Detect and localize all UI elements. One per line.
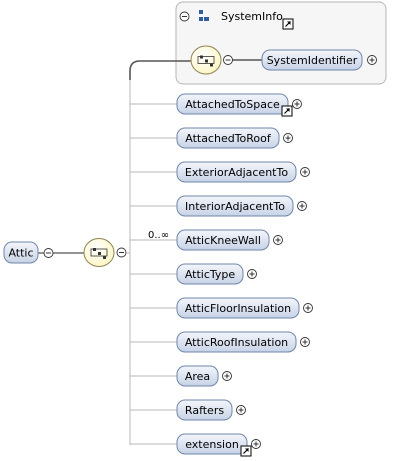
node-attached-to-space-expand-button[interactable] [292,99,302,109]
node-attic-roof-insulation-label: AtticRoofInsulation [185,336,288,349]
group-sequence-collapse-button[interactable] [223,55,233,65]
node-system-identifier-expand-button[interactable] [367,55,377,65]
node-system-identifier-label: SystemIdentifier [267,54,358,67]
node-attic-type-expand-button[interactable] [247,269,257,279]
node-exterior-adjacent-to-expand-button[interactable] [300,167,310,177]
node-attic-floor-insulation-label: AtticFloorInsulation [185,302,291,315]
node-area-label: Area [185,370,210,383]
node-interior-adjacent-to-expand-button[interactable] [297,201,307,211]
occurrence-label: 0..∞ [148,230,169,241]
node-attic-floor-insulation-expand-button[interactable] [303,303,313,313]
node-system-identifier[interactable]: SystemIdentifier [261,49,363,71]
group-collapse-button[interactable] [179,11,190,22]
root-node-label: Attic [8,247,33,260]
root-collapse-button[interactable] [43,248,54,258]
node-attached-to-roof-label: AttachedToRoof [185,132,272,145]
node-area[interactable]: Area [176,365,219,387]
reference-arrow-icon [240,445,252,457]
node-attic-type-label: AtticType [185,268,236,281]
node-attic-floor-insulation[interactable]: AtticFloorInsulation [176,297,300,319]
node-attic-roof-insulation[interactable]: AtticRoofInsulation [176,331,297,353]
node-attached-to-roof-expand-button[interactable] [283,133,293,143]
sequence-compositor-icon [83,238,115,267]
node-rafters-expand-button[interactable] [236,405,246,415]
node-attic-knee-wall-label: AtticKneeWall [185,234,261,247]
node-interior-adjacent-to[interactable]: InteriorAdjacentTo [176,195,294,217]
child-elements: AttachedToSpaceAttachedToRoofExteriorAdj… [176,93,313,457]
group-header-label: SystemInfo [221,10,283,23]
node-extension[interactable]: extension [176,433,248,455]
node-attic-type[interactable]: AtticType [176,263,244,285]
node-extension-label: extension [185,438,239,451]
node-attic-knee-wall[interactable]: AtticKneeWall [176,229,270,251]
node-attic-knee-wall-expand-button[interactable] [273,235,283,245]
node-attached-to-roof[interactable]: AttachedToRoof [176,127,280,149]
node-rafters[interactable]: Rafters [176,399,233,421]
node-interior-adjacent-to-label: InteriorAdjacentTo [185,200,285,213]
group-sequence-compositor-icon [190,45,222,75]
sequence-collapse-button[interactable] [116,247,127,258]
node-attached-to-space[interactable]: AttachedToSpace [176,93,289,115]
node-extension-expand-button[interactable] [251,439,261,449]
node-rafters-label: Rafters [185,404,224,417]
reference-arrow-icon [281,105,293,117]
node-exterior-adjacent-to-label: ExteriorAdjacentTo [185,166,288,179]
group-icon [199,10,209,21]
group-reference-arrow-icon [282,18,294,30]
node-area-expand-button[interactable] [222,371,232,381]
connectors [34,59,262,445]
node-exterior-adjacent-to[interactable]: ExteriorAdjacentTo [176,161,297,183]
root-node-attic[interactable]: Attic [3,241,39,264]
node-attached-to-space-label: AttachedToSpace [185,98,280,111]
node-attic-roof-insulation-expand-button[interactable] [300,337,310,347]
